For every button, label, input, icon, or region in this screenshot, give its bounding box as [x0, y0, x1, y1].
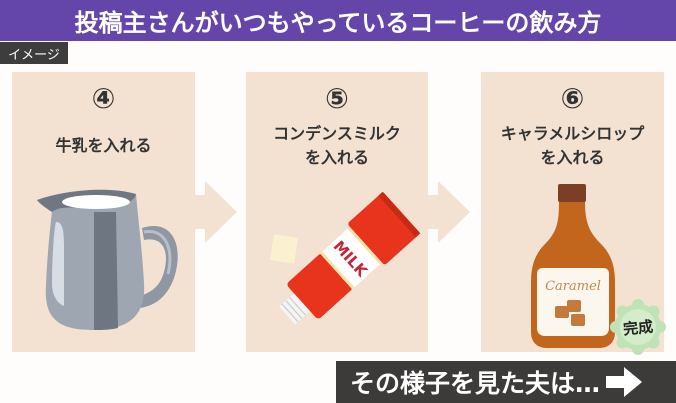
step-caption: キャラメルシロップ を入れる: [500, 124, 645, 167]
page-title-bar: 投稿主さんがいつもやっているコーヒーの飲み方: [0, 0, 676, 41]
arrow-right-icon: [195, 181, 237, 243]
step-panel-5: ⑤ コンデンスミルク を入れる MILK: [246, 72, 428, 352]
condensed-milk-tube-icon: MILK: [270, 191, 421, 325]
step-caption: 牛乳を入れる: [55, 136, 152, 155]
milk-pitcher-icon: [37, 189, 178, 330]
arrow-right-icon: [428, 181, 470, 243]
badge-scalloped-icon: [610, 299, 666, 355]
step-caption: コンデンスミルク を入れる: [273, 124, 401, 167]
image-label-text: イメージ: [8, 47, 60, 63]
arrow-right-icon: [606, 367, 643, 397]
step-panel-4: ④ 牛乳を入れる: [12, 72, 195, 352]
svg-text:Caramel: Caramel: [545, 279, 601, 294]
page-title: 投稿主さんがいつもやっているコーヒーの飲み方: [74, 9, 602, 37]
image-label-badge: イメージ: [0, 42, 68, 64]
banner-text: その様子を見た夫は…: [350, 369, 601, 398]
step-number: ⑤: [325, 82, 349, 115]
next-banner[interactable]: その様子を見た夫は…: [336, 361, 676, 403]
complete-badge: 完成: [610, 299, 666, 355]
complete-badge-text: 完成: [622, 316, 654, 339]
caramel-syrup-bottle-icon: Caramel: [531, 184, 615, 348]
step-number: ⑥: [560, 82, 585, 115]
step-number: ④: [91, 82, 116, 115]
